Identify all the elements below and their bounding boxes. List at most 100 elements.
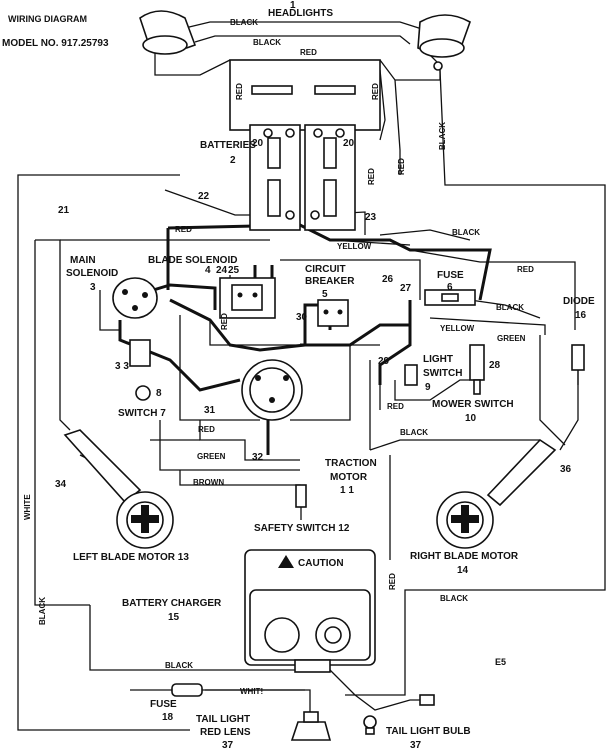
- label-tail-light-lens-1: TAIL LIGHT: [196, 714, 250, 725]
- wire-label-red-blade-solenoid: RED: [220, 313, 229, 330]
- label-main-solenoid-1: MAIN: [70, 255, 96, 266]
- num-battery-charger: 15: [168, 612, 180, 623]
- title-block: WIRING DIAGRAM MODEL NO. 917.25793: [2, 14, 109, 49]
- callout-22: 22: [198, 191, 210, 202]
- num-traction-motor: 1 1: [340, 485, 354, 496]
- callout-34: 34: [55, 479, 67, 490]
- label-fuse-top: FUSE: [437, 270, 464, 281]
- safety-switch: [295, 484, 307, 520]
- wire-color-labels: BLACK BLACK RED RED RED BLACK RED RED RE…: [23, 18, 534, 696]
- title-line-1: WIRING DIAGRAM: [8, 14, 87, 24]
- mower-switch: [469, 344, 485, 395]
- battery-charger: [244, 549, 376, 673]
- label-battery-charger: BATTERY CHARGER: [122, 598, 222, 609]
- label-headlights: HEADLIGHTS: [268, 8, 333, 19]
- label-caution: CAUTION: [298, 558, 344, 569]
- label-light-switch-2: SWITCH: [423, 368, 462, 379]
- wire-label-red-22: RED: [175, 225, 192, 234]
- num-blade-solenoid: 4: [205, 265, 211, 276]
- wire-label-black-mower: BLACK: [496, 303, 524, 312]
- callout-31: 31: [204, 405, 216, 416]
- num-mower-switch: 10: [465, 413, 477, 424]
- wire-label-black-bottom: BLACK: [165, 661, 193, 670]
- label-traction-motor-2: MOTOR: [330, 472, 368, 483]
- callout-32: 32: [252, 452, 264, 463]
- callout-33: 3 3: [115, 361, 129, 372]
- wire-label-black-right-vertical: BLACK: [438, 122, 447, 150]
- left-blade-motor: [63, 429, 174, 549]
- callout-30: 30: [296, 312, 308, 323]
- wire-label-red-batteries-2: RED: [397, 158, 406, 175]
- wire-label-black-charger: BLACK: [440, 594, 468, 603]
- callout-25: 25: [228, 265, 240, 276]
- key-switch: [129, 339, 151, 401]
- label-key-switch: SWITCH 7: [118, 408, 166, 419]
- title-line-2: MODEL NO. 917.25793: [2, 38, 109, 49]
- wire-label-black-left: BLACK: [38, 597, 47, 625]
- label-mower-switch: MOWER SWITCH: [432, 399, 514, 410]
- callout-numbers: 20 20 21 22 23 24 25 26 27 28 29 30 31 3…: [55, 138, 572, 490]
- wire-label-red-charger: RED: [388, 573, 397, 590]
- wire-label-red-headlight: RED: [300, 48, 317, 57]
- callout-23: 23: [365, 212, 377, 223]
- wire-label-white-left: WHITE: [23, 494, 32, 520]
- label-tail-light-bulb: TAIL LIGHT BULB: [386, 726, 471, 737]
- num-tail-light-bulb: 37: [410, 740, 422, 750]
- wire-label-green-mower: GREEN: [497, 334, 526, 343]
- label-main-solenoid-2: SOLENOID: [66, 268, 118, 279]
- label-traction-motor-1: TRACTION: [325, 458, 377, 469]
- label-circuit-breaker-1: CIRCUIT: [305, 264, 346, 275]
- headlight-right: [417, 14, 471, 58]
- callout-21: 21: [58, 205, 70, 216]
- callout-28: 28: [489, 360, 501, 371]
- wire-label-green-lower: GREEN: [197, 452, 226, 461]
- wire-label-black-headlight: BLACK: [253, 38, 281, 47]
- tail-light-red-lens: [290, 711, 332, 741]
- headlight-connector: [433, 61, 443, 71]
- num-light-switch: 9: [425, 382, 431, 393]
- wire-label-red-fuse: RED: [517, 265, 534, 274]
- wire-label-yellow-top: YELLOW: [337, 242, 372, 251]
- num-batteries: 2: [230, 155, 236, 166]
- num-diode: 16: [575, 310, 587, 321]
- circuit-breaker: [317, 299, 349, 327]
- callout-27: 27: [400, 283, 412, 294]
- callout-20a: 20: [252, 138, 264, 149]
- num-tail-light-lens: 37: [222, 740, 234, 750]
- label-safety-switch: SAFETY SWITCH 12: [254, 523, 350, 534]
- headlight-left: [139, 10, 197, 55]
- right-blade-motor: [436, 438, 557, 549]
- tail-light-bulb: [363, 694, 435, 735]
- callout-29: 29: [378, 356, 390, 367]
- label-circuit-breaker-2: BREAKER: [305, 276, 355, 287]
- wire-label-red-light-switch: RED: [387, 402, 404, 411]
- num-fuse-top: 6: [447, 282, 453, 293]
- num-circuit-breaker: 5: [322, 289, 328, 300]
- wire-label-black-fuse: BLACK: [452, 228, 480, 237]
- caution-warning-icon: [278, 555, 294, 568]
- callout-26: 26: [382, 274, 394, 285]
- num-right-blade-motor: 14: [457, 565, 469, 576]
- fuse-top: [424, 289, 476, 306]
- num-headlights: 1: [290, 0, 296, 11]
- callout-36: 36: [560, 464, 572, 475]
- diode: [571, 344, 585, 385]
- blade-solenoid: [219, 277, 276, 319]
- num-key-switch: 8: [156, 388, 162, 399]
- wire-label-yellow-mower: YELLOW: [440, 324, 475, 333]
- figure-code: E5: [495, 657, 506, 667]
- light-switch: [404, 364, 418, 386]
- wire-label-red-battery-right: RED: [371, 83, 380, 100]
- batteries: [229, 59, 381, 231]
- wire-label-red-batteries-1: RED: [367, 168, 376, 185]
- label-left-blade-motor: LEFT BLADE MOTOR 13: [73, 552, 189, 563]
- callout-24: 24: [216, 265, 228, 276]
- traction-motor: [241, 359, 303, 421]
- callout-20b: 20: [343, 138, 355, 149]
- wire-label-red-lower: RED: [198, 425, 215, 434]
- label-right-blade-motor: RIGHT BLADE MOTOR: [410, 551, 519, 562]
- wire-label-brown: BROWN: [193, 478, 224, 487]
- wire-label-black-lower-right: BLACK: [400, 428, 428, 437]
- fuse-bottom: [171, 683, 203, 697]
